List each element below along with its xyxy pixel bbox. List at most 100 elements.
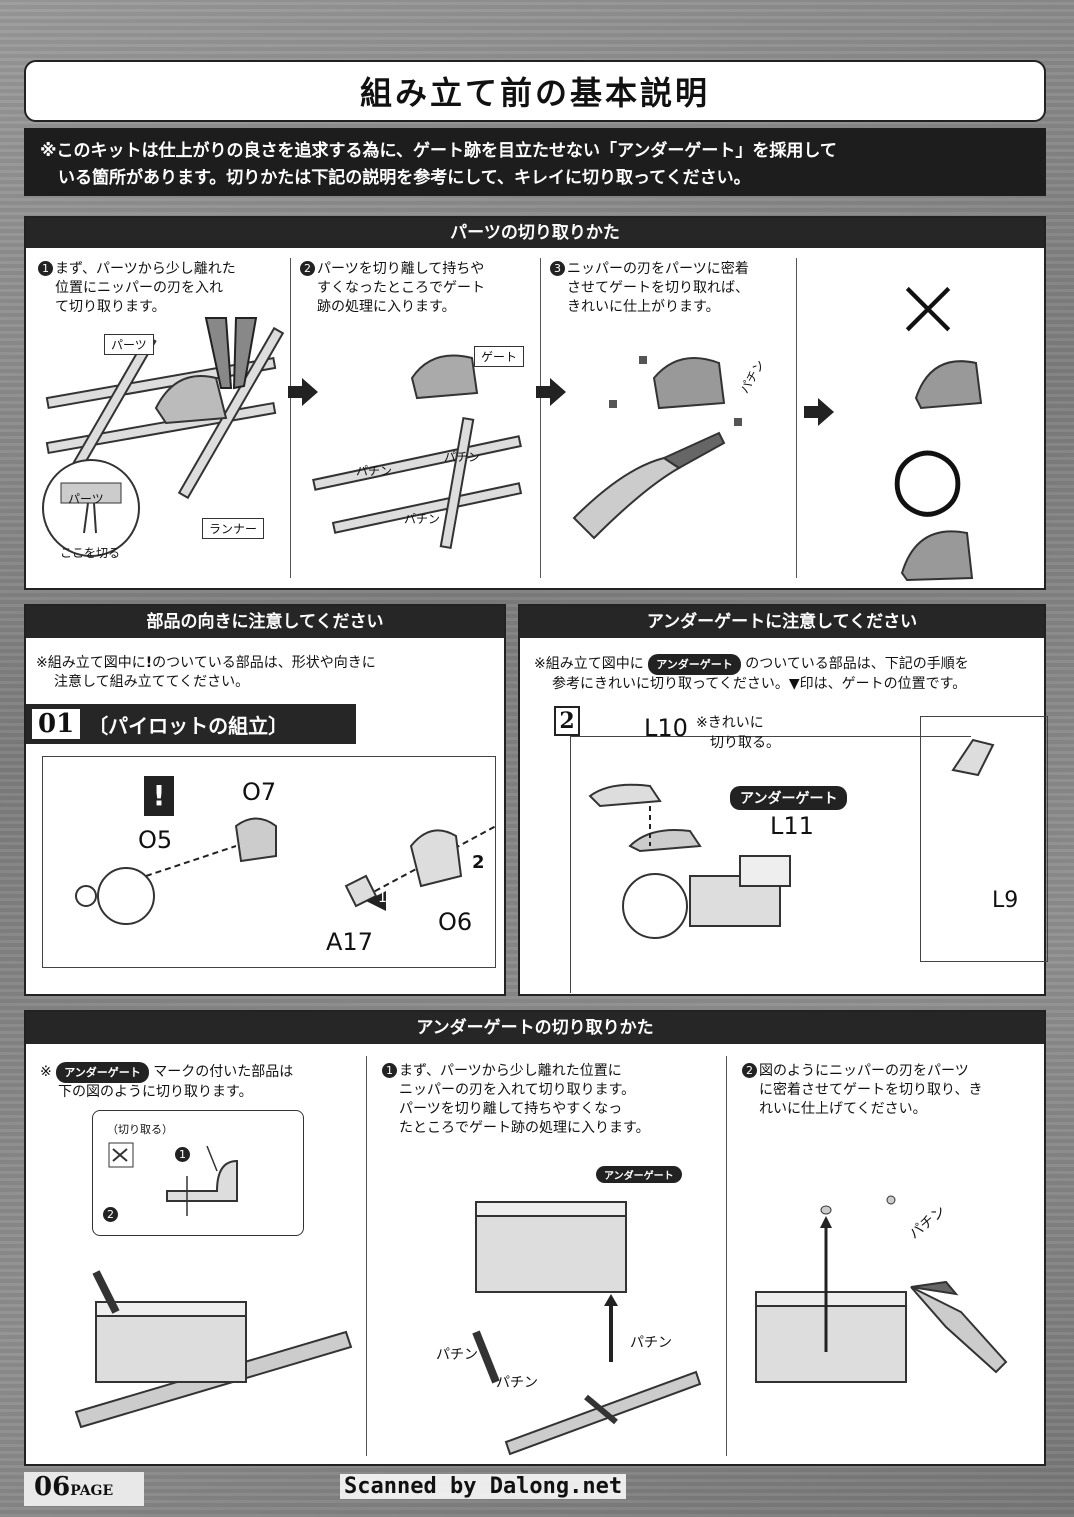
step-number: 2	[742, 1063, 757, 1078]
assembly-diagram-frame	[42, 756, 496, 968]
notice-line-2: いる箇所があります。切りかたは下記の説明を参考にして、キレイに切り取ってください…	[58, 168, 751, 188]
note-text: ※組み立て図中に	[36, 655, 146, 671]
note-text: ※組み立て図中に	[534, 656, 644, 672]
step-number: 3	[550, 261, 565, 276]
pilot-assembly-illustration	[75, 817, 497, 925]
cut-detail-illustration	[108, 1142, 238, 1216]
runner-label: ランナー	[202, 518, 265, 539]
page-title: 組み立て前の基本説明	[359, 74, 710, 112]
arrow-number: 1	[378, 890, 387, 906]
step-line: まず、パーツから少し離れた	[55, 261, 236, 277]
undergate-cutting-header: アンダーゲートの切り取りかた	[26, 1012, 1044, 1044]
caution-mark-icon: !	[145, 655, 153, 671]
note-text: のついている部品は、形状や向きに	[152, 655, 376, 671]
undergate-pill: アンダーゲート	[596, 1166, 682, 1183]
undergate-caution-panel: アンダーゲートに注意してください ※組み立て図中に アンダーゲート のついている…	[518, 604, 1048, 996]
orientation-header: 部品の向きに注意してください	[26, 606, 504, 638]
step-number: 2	[300, 261, 315, 276]
page-word: PAGE	[70, 1483, 114, 1499]
page-number: 06PAGE	[24, 1472, 144, 1506]
note-text: のついている部品は、下記の手順を	[745, 656, 969, 672]
cut-label: （切り取る）	[107, 1123, 173, 1136]
cut-detail-box: （切り取る） 1 2	[92, 1110, 304, 1236]
part-id-a17: A17	[326, 928, 373, 956]
step-line: ニッパーの刃を入れて切り取ります。	[399, 1082, 636, 1098]
caution-icon: !	[144, 776, 174, 816]
orientation-note: ※組み立て図中に!のついている部品は、形状や向きに 注意して組み立ててください。	[36, 654, 376, 692]
step-line: ニッパーの刃をパーツに密着	[567, 261, 749, 277]
undergate-finishing-illustration	[755, 1195, 1008, 1383]
runner-cutting-illustration	[42, 317, 285, 557]
step-number: 2	[554, 706, 580, 736]
undergate-caution-header: アンダーゲートに注意してください	[520, 606, 1044, 638]
step-line: 図のようにニッパーの刃をパーツ	[759, 1063, 969, 1079]
note-text: ※	[40, 1064, 52, 1080]
step-line: 跡の処理に入ります。	[317, 299, 456, 315]
step-line: まず、パーツから少し離れた位置に	[399, 1063, 622, 1079]
step-line: 位置にニッパーの刃を入れ	[55, 280, 223, 296]
step-line: パーツを切り離して持ちやすくなっ	[399, 1101, 623, 1117]
step-title: 〔パイロットの組立〕	[88, 713, 289, 738]
column-divider	[726, 1056, 727, 1456]
note-text: 切り取る。	[710, 735, 780, 751]
inset-part-illustration	[951, 738, 995, 777]
snap-text: パチン	[436, 1347, 478, 1363]
scan-credit: Scanned by Dalong.net	[340, 1474, 627, 1499]
right-mark: ○	[890, 427, 966, 527]
page-number-value: 06	[34, 1472, 71, 1502]
part-id-o7: O7	[242, 778, 277, 806]
snap-text: パチン	[404, 512, 441, 526]
undergate-runner-illustration	[74, 1270, 353, 1429]
wrong-mark: ×	[892, 257, 965, 357]
cut-here-label: ここを切る	[60, 546, 121, 560]
step-line: に密着させてゲートを切り取り、き	[759, 1082, 983, 1098]
undergate-mark-note: ※ アンダーゲート マークの付いた部品は 下の図のように切り取ります。	[40, 1062, 293, 1102]
note-text: 下の図のように切り取ります。	[58, 1084, 253, 1100]
step-number: 1	[38, 261, 53, 276]
next-step-arrow	[804, 398, 834, 426]
parts-cutting-header: パーツの切り取りかた	[26, 218, 1044, 248]
step-line: きれいに仕上がります。	[567, 299, 720, 315]
column-divider	[796, 258, 797, 578]
undergate-diagram-frame	[570, 736, 971, 993]
undergate-callout: アンダーゲート	[596, 1164, 682, 1183]
clean-cut-illustration	[572, 356, 742, 540]
next-step-arrow	[288, 378, 318, 406]
arrow-number: 2	[472, 852, 485, 873]
column-divider	[540, 258, 541, 578]
step-number: 1	[175, 1147, 190, 1162]
snap-text: パチン	[496, 1375, 538, 1391]
notice-line-1: ※このキットは仕上がりの良さを追求する為に、ゲート跡を目立たせない「アンダーゲー…	[40, 141, 837, 161]
undergate-pill: アンダーゲート	[730, 786, 848, 810]
undergate-pill: アンダーゲート	[648, 654, 741, 675]
next-step-arrow	[536, 378, 566, 406]
column-divider	[366, 1056, 367, 1456]
gate-label: ゲート	[474, 346, 525, 367]
zoom-part-label: パーツ	[68, 492, 104, 506]
inset-frame	[920, 716, 1048, 962]
step-line: れいに仕上げてください。	[759, 1101, 927, 1117]
undergate-pill: アンダーゲート	[56, 1062, 149, 1083]
snap-text: パチン	[444, 450, 481, 464]
note-text: マークの付いた部品は	[153, 1064, 294, 1080]
undergate-cutting-panel: アンダーゲートの切り取りかた ※ アンダーゲート マークの付いた部品は 下の図の…	[24, 1010, 1046, 1466]
step-line: パーツを切り離して持ちや	[317, 261, 485, 277]
part-id-o5: O5	[138, 826, 173, 854]
title-panel: 組み立て前の基本説明	[24, 60, 1046, 122]
step-number: 2	[103, 1207, 118, 1222]
part-id-o6: O6	[438, 908, 473, 936]
part-id-l11: L11	[770, 812, 814, 840]
cut-note: ※きれいに 切り取る。	[696, 712, 780, 752]
orientation-panel: 部品の向きに注意してください ※組み立て図中に!のついている部品は、形状や向きに…	[24, 604, 506, 996]
snap-text: パチン	[356, 464, 393, 478]
note-text: ※きれいに	[696, 715, 764, 731]
bad-cut-part-illustration	[914, 360, 983, 410]
step-line: させてゲートを切り取れば、	[567, 280, 749, 296]
undergate-assembly-illustration	[588, 783, 791, 939]
